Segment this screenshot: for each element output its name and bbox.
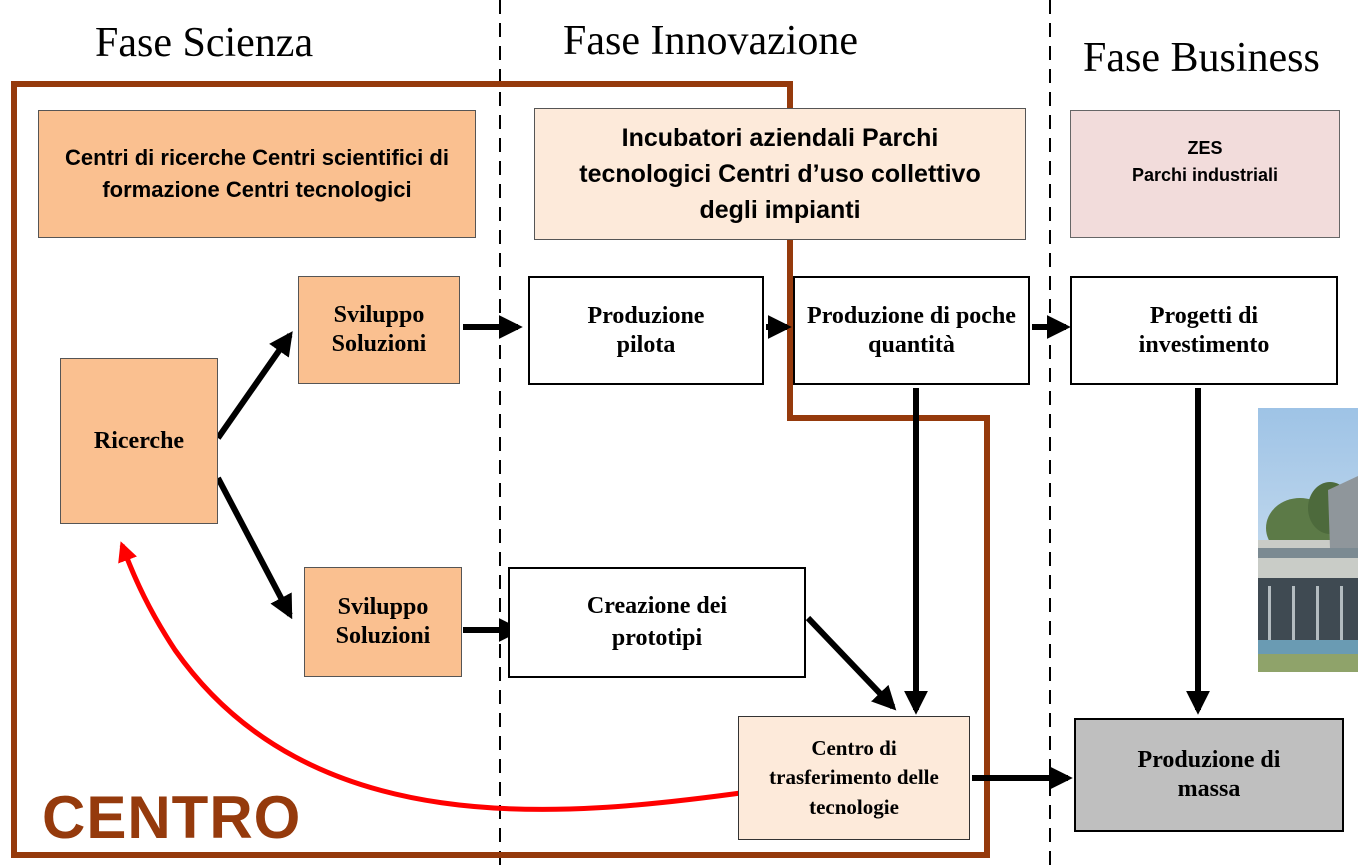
node-sviluppo-bottom-label: Sviluppo Soluzioni xyxy=(335,594,431,649)
node-trasferimento: Centro di trasferimento delle tecnologie xyxy=(738,716,970,840)
node-progetti: Progetti di investimento xyxy=(1070,276,1338,385)
node-sviluppo-bottom: Sviluppo Soluzioni xyxy=(304,567,462,677)
node-poche-quantita: Produzione di poche quantità xyxy=(793,276,1030,385)
industrial-building-photo xyxy=(1258,408,1358,672)
node-poche-quantita-label: Produzione di poche quantità xyxy=(807,302,1016,358)
institutions-business-box: ZES Parchi industriali xyxy=(1070,110,1340,238)
node-trasferimento-label: Centro di trasferimento delle tecnologie xyxy=(769,735,939,819)
institutions-innovation-text: Incubatori aziendali Parchi tecnologici … xyxy=(579,123,981,225)
arrow-ricerche-to-sviluppo-top xyxy=(215,331,293,440)
node-produzione-pilota-label: Produzione pilota xyxy=(587,302,705,358)
node-produzione-pilota: Produzione pilota xyxy=(528,276,764,385)
arrow-ricerche-to-sviluppo-bottom xyxy=(215,476,293,620)
phase-label-business: Fase Business xyxy=(1083,35,1320,81)
node-produzione-massa: Produzione di massa xyxy=(1074,718,1344,832)
institutions-science-text: Centri di ricerche Centri scientifici di… xyxy=(65,145,449,202)
node-produzione-massa-label: Produzione di massa xyxy=(1137,747,1281,802)
centro-boundary xyxy=(11,81,990,858)
node-ricerche: Ricerche xyxy=(60,358,218,524)
institutions-science-box: Centri di ricerche Centri scientifici di… xyxy=(38,110,476,238)
institutions-innovation-box: Incubatori aziendali Parchi tecnologici … xyxy=(534,108,1026,240)
phase-label-science: Fase Scienza xyxy=(95,20,314,66)
feedback-arrow xyxy=(118,541,749,812)
centro-label: CENTRO xyxy=(42,784,302,851)
node-progetti-label: Progetti di investimento xyxy=(1138,302,1270,358)
phase-label-innovation: Fase Innovazione xyxy=(563,18,859,64)
institutions-business-line1: ZES xyxy=(1187,138,1223,158)
node-prototipi-label: Creazione dei prototipi xyxy=(586,593,728,651)
node-prototipi: Creazione dei prototipi xyxy=(508,567,806,678)
node-sviluppo-top: Sviluppo Soluzioni xyxy=(298,276,460,384)
node-sviluppo-top-label: Sviluppo Soluzioni xyxy=(331,302,427,357)
node-ricerche-label: Ricerche xyxy=(93,427,185,454)
institutions-business-line2: Parchi industriali xyxy=(1131,165,1279,185)
arrow-prototipi-to-trasferimento xyxy=(805,615,897,711)
